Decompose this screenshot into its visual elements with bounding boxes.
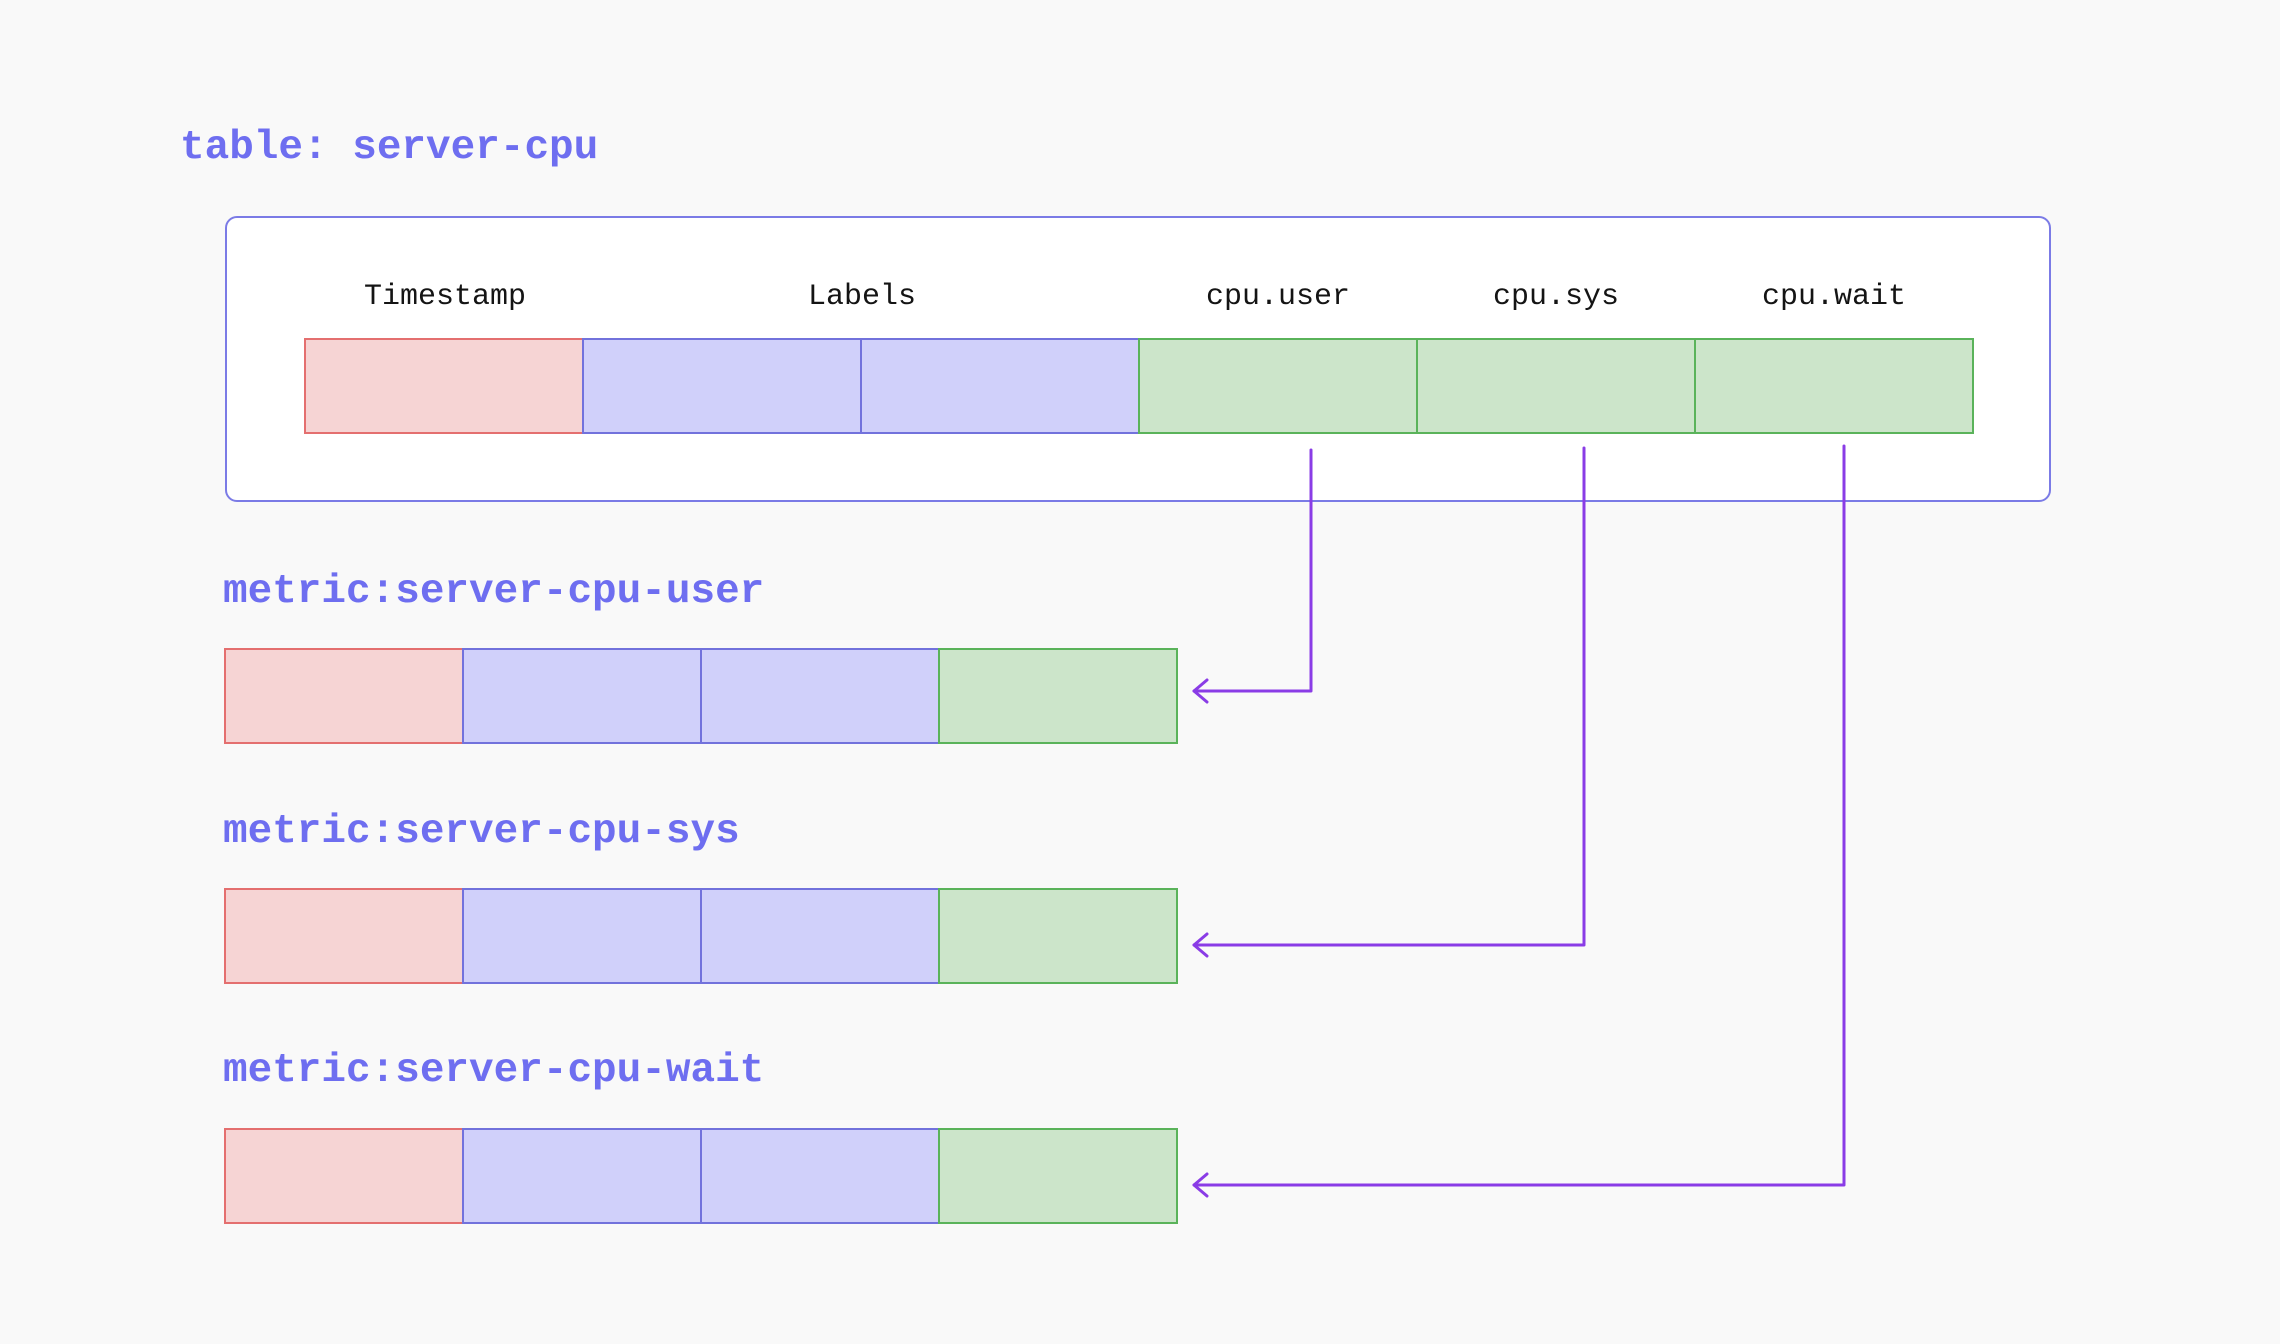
arrow-cpu-sys <box>1192 446 1586 947</box>
metric-cell-timestamp <box>224 648 464 744</box>
arrow-cpu-wait <box>1192 444 1846 1187</box>
arrowhead-cpu-wait <box>1192 1172 1209 1198</box>
metric-cell-timestamp <box>224 1128 464 1224</box>
metric-cell-label <box>462 648 702 744</box>
metric-cell-value <box>938 1128 1178 1224</box>
column-header-labels: Labels <box>807 280 917 314</box>
table-cell-label <box>860 338 1140 434</box>
table-title: table: server-cpu <box>180 125 599 171</box>
metric-cell-label <box>700 1128 940 1224</box>
metric-cell-label <box>462 888 702 984</box>
metric-cell-label <box>462 1128 702 1224</box>
column-header-timestamp: Timestamp <box>363 280 527 314</box>
metric-cell-label <box>700 648 940 744</box>
arrowhead-cpu-user <box>1192 678 1209 704</box>
metric-title-cpu-wait: metric:server-cpu-wait <box>223 1048 765 1094</box>
column-header-cpu-sys: cpu.sys <box>1492 280 1620 314</box>
column-header-cpu-wait: cpu.wait <box>1761 280 1907 314</box>
table-cell-timestamp <box>304 338 584 434</box>
table-cell-cpu-wait <box>1694 338 1974 434</box>
metric-title-cpu-user: metric:server-cpu-user <box>223 569 765 615</box>
metric-cell-value <box>938 648 1178 744</box>
metric-title-cpu-sys: metric:server-cpu-sys <box>223 809 740 855</box>
column-header-cpu-user: cpu.user <box>1205 280 1351 314</box>
metric-cell-timestamp <box>224 888 464 984</box>
table-cell-cpu-user <box>1138 338 1418 434</box>
metric-cell-label <box>700 888 940 984</box>
table-cell-label <box>582 338 862 434</box>
arrowhead-cpu-sys <box>1192 932 1209 958</box>
table-cell-cpu-sys <box>1416 338 1696 434</box>
metric-cell-value <box>938 888 1178 984</box>
